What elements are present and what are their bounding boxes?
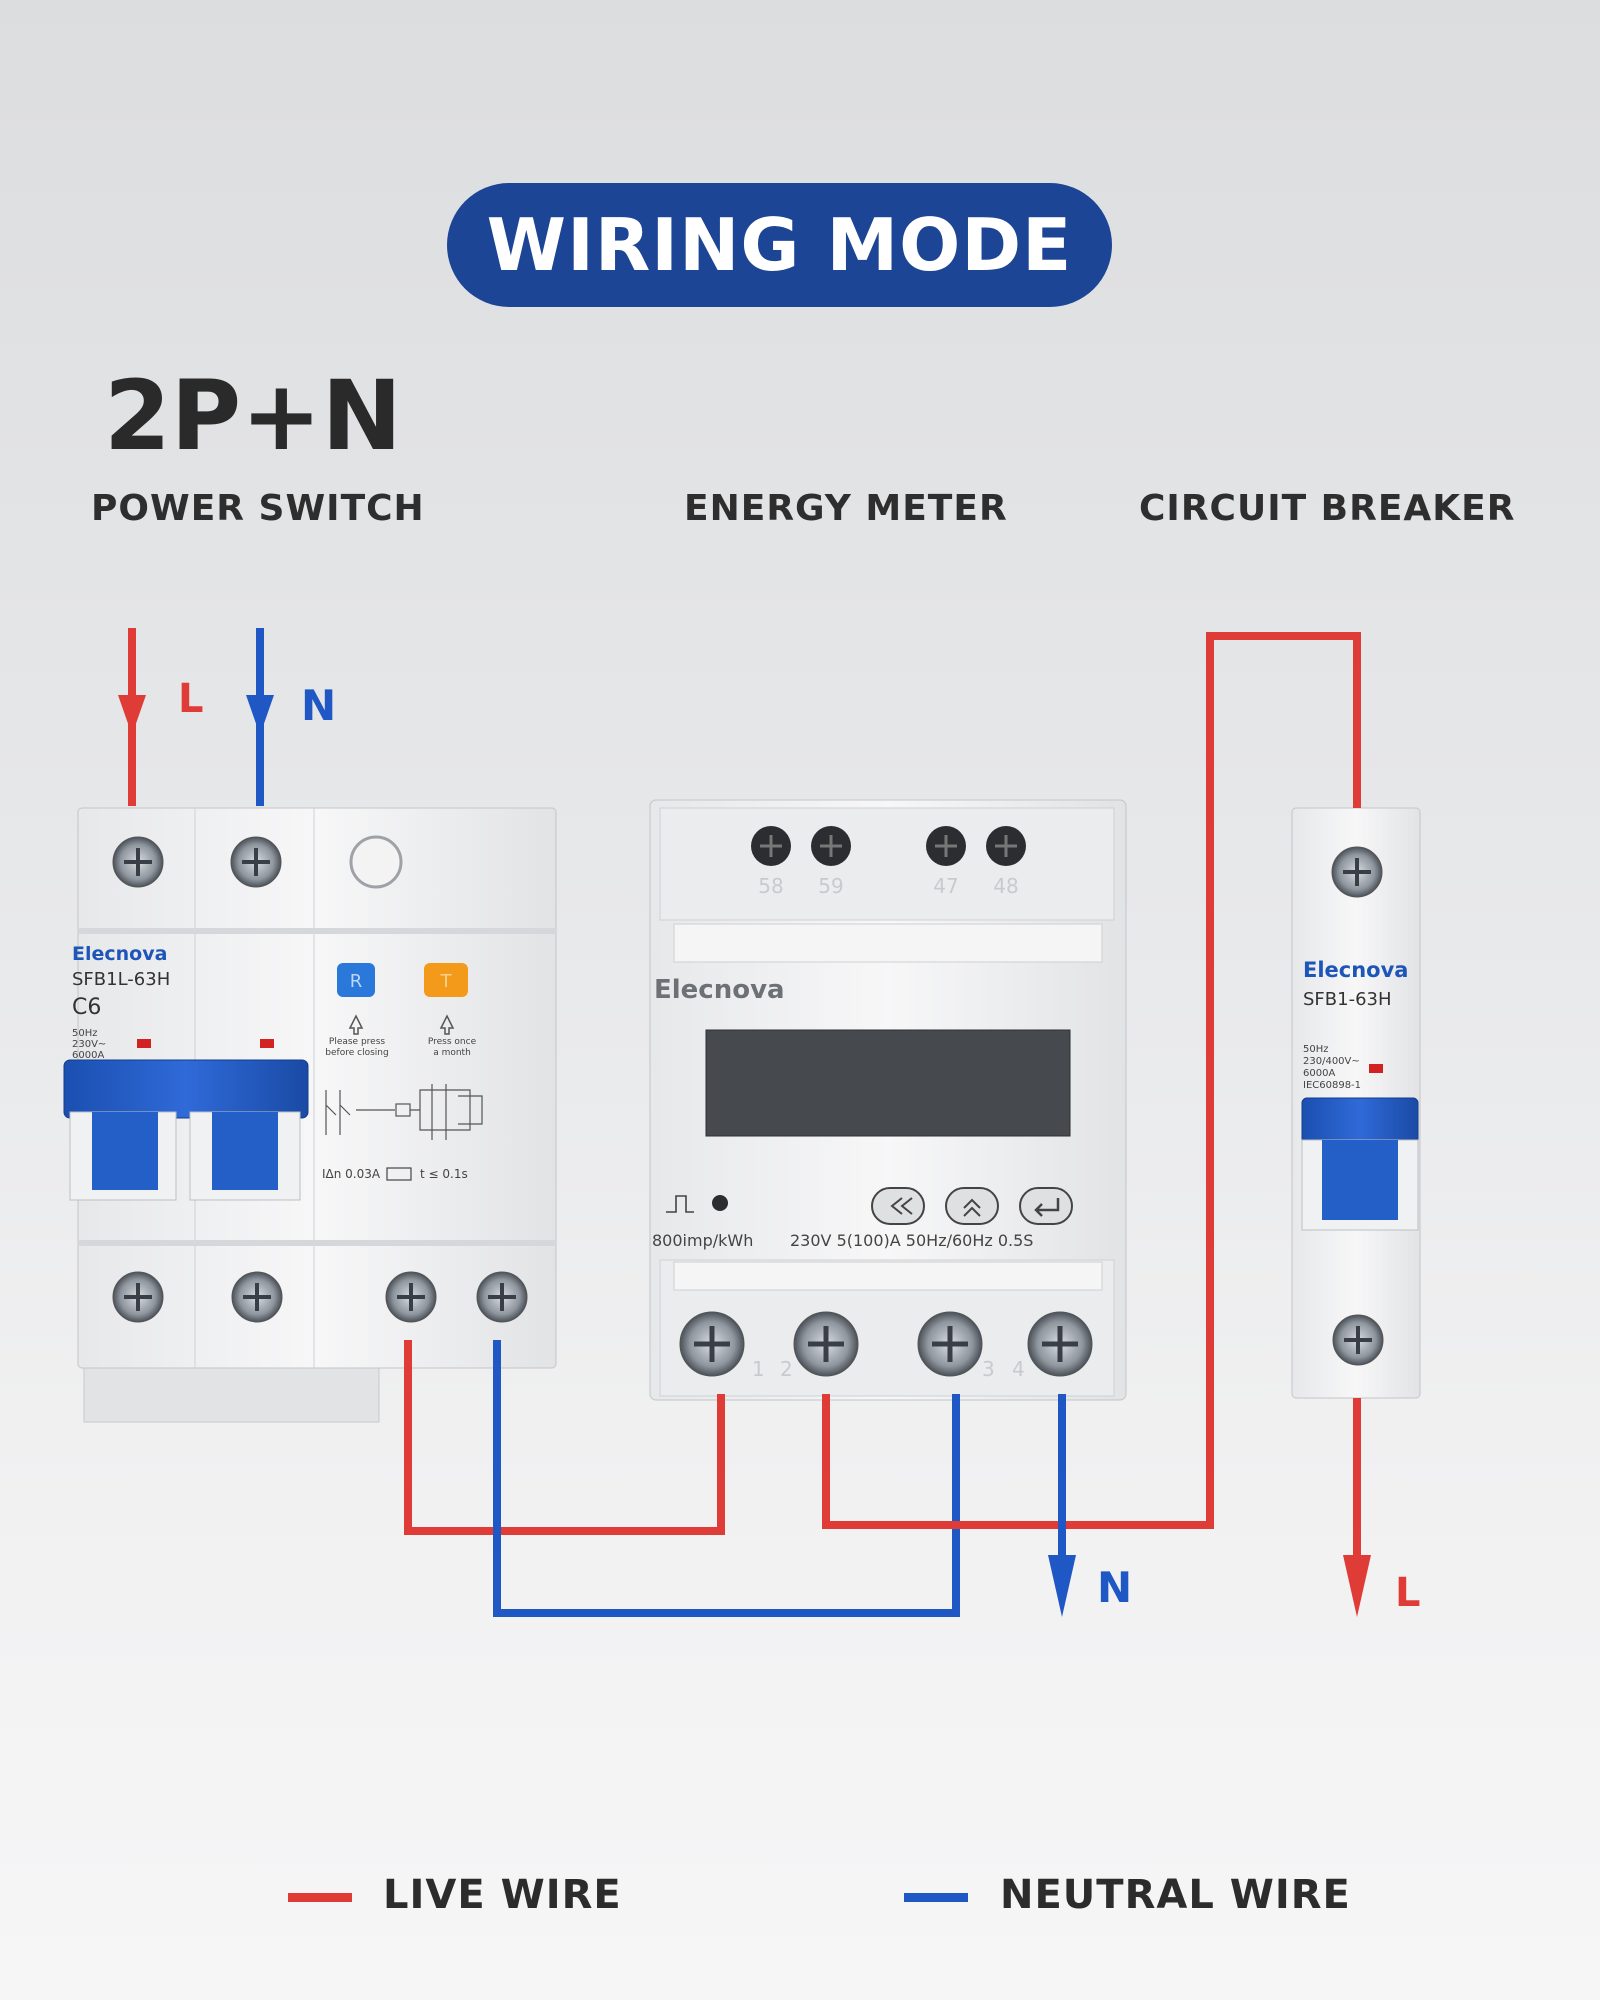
rcd-schematic — [325, 1084, 483, 1140]
neutral-wire-to-meter — [493, 1340, 960, 1617]
meter-specs: 230V 5(100)A 50Hz/60Hz 0.5S — [790, 1231, 1033, 1250]
power-switch-brand: Elecnova — [72, 943, 167, 965]
test-note-2: a month — [433, 1048, 471, 1058]
rcd-rating: IΔn 0.03A — [322, 1167, 381, 1181]
reset-note-2: before closing — [325, 1048, 388, 1058]
top-terminal[interactable] — [986, 826, 1026, 866]
status-indicator — [137, 1039, 151, 1048]
lcd-display — [705, 1029, 1071, 1137]
screw-terminal[interactable] — [230, 836, 282, 888]
output-neutral-label: N — [1097, 1563, 1132, 1612]
bottom-terminal[interactable] — [1027, 1311, 1093, 1377]
scroll-left-button[interactable] — [871, 1187, 925, 1225]
top-terminal[interactable] — [751, 826, 791, 866]
top-terminal-label: 59 — [818, 874, 843, 898]
arrow-up-icon — [348, 1014, 364, 1035]
screw-terminal[interactable] — [476, 1271, 528, 1323]
chevron-up-icon — [963, 1198, 981, 1217]
trip-time: t ≤ 0.1s — [420, 1167, 468, 1181]
top-terminal-label: 48 — [993, 874, 1018, 898]
test-note-1: Press once — [428, 1037, 477, 1047]
circuit-breaker-spec-1: 50Hz — [1303, 1044, 1329, 1055]
input-live-label: L — [178, 676, 204, 722]
top-terminal[interactable] — [811, 826, 851, 866]
power-switch-spec-2: 230V~ — [72, 1039, 106, 1050]
status-indicator — [260, 1039, 274, 1048]
input-neutral-label: N — [301, 681, 336, 730]
power-switch-spec-3: 6000A — [72, 1050, 104, 1061]
enter-icon — [1034, 1198, 1060, 1217]
power-switch-model: SFB1L-63H — [72, 969, 170, 990]
chevron-left-icon — [890, 1197, 913, 1215]
power-switch-spec-1: 50Hz — [72, 1028, 98, 1039]
reset-button-label: R — [350, 971, 363, 992]
screw-terminal[interactable] — [112, 836, 164, 888]
neutral-wire-swatch — [904, 1893, 968, 1902]
circuit-breaker-device: Elecnova SFB1-63H 50Hz 230/400V~ 6000A I… — [1291, 807, 1421, 1399]
circuit-breaker-spec-2: 230/400V~ — [1303, 1056, 1360, 1067]
bottom-terminal-label: 3 — [982, 1357, 995, 1381]
energy-meter-brand: Elecnova — [654, 975, 785, 1005]
power-switch-device: Elecnova SFB1L-63H C6 50Hz 230V~ 6000A R… — [63, 807, 557, 1423]
wiring-mode-label: 2P+N — [104, 360, 402, 472]
live-wire-to-meter — [404, 1340, 725, 1535]
bottom-terminal[interactable] — [793, 1311, 859, 1377]
test-button[interactable] — [424, 963, 468, 997]
screw-terminal[interactable] — [1332, 1314, 1384, 1366]
screw-terminal[interactable] — [231, 1271, 283, 1323]
circuit-breaker-model: SFB1-63H — [1303, 989, 1392, 1010]
arrow-down-icon — [1048, 1555, 1076, 1617]
top-terminal[interactable] — [926, 826, 966, 866]
circuit-breaker-spec-4: IEC60898-1 — [1303, 1080, 1361, 1091]
live-wire-legend: LIVE WIRE — [383, 1872, 622, 1918]
test-button-label: T — [440, 971, 453, 992]
screw-terminal[interactable] — [1331, 846, 1383, 898]
screw-terminal[interactable] — [385, 1271, 437, 1323]
status-indicator — [1369, 1064, 1383, 1073]
energy-meter-device: 58 59 47 48 Elecnova 800imp/kWh 230V 5(1… — [649, 799, 1127, 1401]
circuit-breaker-heading: CIRCUIT BREAKER — [1139, 488, 1516, 529]
reset-note-1: Please press — [329, 1037, 386, 1047]
pulse-led — [712, 1195, 728, 1211]
power-switch-handle[interactable] — [63, 1059, 309, 1201]
arrow-down-icon — [118, 695, 146, 735]
indicator-window — [349, 835, 403, 889]
output-live-label: L — [1395, 1570, 1421, 1616]
bottom-terminal[interactable] — [917, 1311, 983, 1377]
ac-type-icon — [386, 1167, 412, 1181]
arrow-up-icon — [439, 1014, 455, 1035]
power-switch-heading: POWER SWITCH — [91, 488, 425, 529]
bottom-terminal-label: 2 — [780, 1357, 793, 1381]
bottom-terminal[interactable] — [679, 1311, 745, 1377]
scroll-up-button[interactable] — [945, 1187, 999, 1225]
pulse-icon — [666, 1195, 694, 1213]
title-banner: WIRING MODE — [447, 183, 1112, 307]
wires — [128, 628, 1361, 1617]
circuit-breaker-handle[interactable] — [1301, 1097, 1419, 1231]
bottom-terminal-label: 1 — [752, 1357, 765, 1381]
arrow-down-icon — [1343, 1555, 1371, 1617]
enter-button[interactable] — [1019, 1187, 1073, 1225]
circuit-breaker-brand: Elecnova — [1303, 958, 1408, 982]
circuit-breaker-spec-3: 6000A — [1303, 1068, 1335, 1079]
live-wire-swatch — [288, 1893, 352, 1902]
neutral-wire-legend: NEUTRAL WIRE — [1000, 1872, 1351, 1918]
screw-terminal[interactable] — [112, 1271, 164, 1323]
reset-button[interactable] — [337, 963, 375, 997]
top-terminal-label: 47 — [933, 874, 958, 898]
bottom-terminal-label: 4 — [1012, 1357, 1025, 1381]
top-terminal-label: 58 — [758, 874, 783, 898]
pulse-constant: 800imp/kWh — [652, 1231, 753, 1250]
live-wire-to-breaker — [822, 632, 1361, 1529]
arrow-down-icon — [246, 695, 274, 735]
power-switch-curve: C6 — [72, 995, 101, 1020]
energy-meter-heading: ENERGY METER — [684, 488, 1008, 529]
